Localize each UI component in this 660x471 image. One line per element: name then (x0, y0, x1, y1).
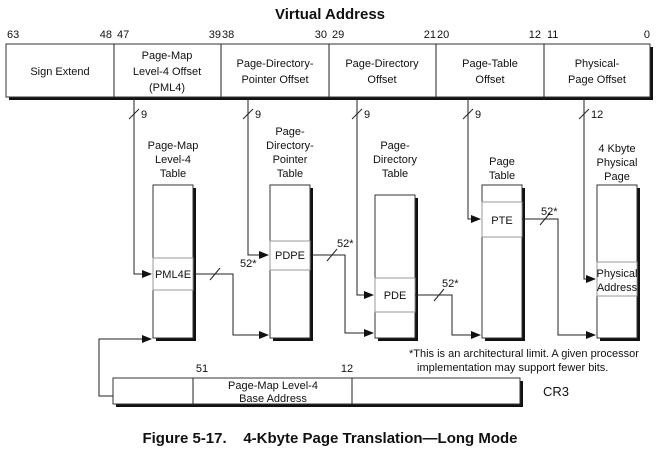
bit-label: 48 (100, 29, 112, 41)
table-label: Page- (275, 126, 305, 138)
entry-width-label: 52* (442, 278, 459, 290)
physical-address-entry: Physical (597, 268, 638, 280)
pdpe-entry: PDPE (275, 250, 305, 262)
table-label: Level-4 (155, 154, 191, 166)
field-page-offset: Page Offset (568, 74, 626, 86)
bit-label: 39 (209, 29, 221, 41)
page-table: Page Table PTE (481, 156, 525, 341)
virtual-address-register: Sign Extend Page-Map Level-4 Offset (PML… (5, 43, 653, 100)
cr3-register: 51 12 Page-Map Level-4 Base Address CR3 (98, 335, 569, 407)
table-label: Page- (380, 140, 410, 152)
table-label: Table (160, 168, 186, 180)
footnote: *This is an architectural limit. A given… (409, 348, 639, 360)
pd-table: Page- Directory Table PDE (373, 140, 418, 341)
pte-entry: PTE (491, 215, 512, 227)
table-label: Page (489, 156, 515, 168)
pde-entry: PDE (384, 290, 407, 302)
bit-label: 12 (529, 29, 541, 41)
figure-caption: Figure 5-17. 4-Kbyte Page Translation—Lo… (142, 430, 517, 447)
bit-label: 30 (315, 29, 327, 41)
pml4e-entry: PML4E (155, 269, 191, 281)
field-pt: Page-Table (462, 58, 518, 70)
width-label: 9 (141, 109, 147, 121)
bit-label: 11 (547, 29, 558, 41)
table-label: Pointer (273, 154, 308, 166)
bit-label: 20 (437, 29, 449, 41)
field-pml4: (PML4) (149, 82, 185, 94)
width-label: 12 (591, 109, 603, 121)
cr3-base-field: Base Address (239, 393, 307, 405)
cr3-lo-bit: 12 (341, 363, 353, 375)
bit-label: 21 (424, 29, 436, 41)
table-label: Page (604, 171, 630, 183)
bit-label: 38 (222, 29, 234, 41)
bit-label: 47 (117, 29, 129, 41)
field-pt: Offset (475, 74, 504, 86)
table-label: Table (277, 168, 303, 180)
width-label: 9 (364, 109, 370, 121)
table-label: Directory- (266, 140, 314, 152)
field-page-offset: Physical- (575, 58, 620, 70)
field-pd: Offset (367, 74, 396, 86)
width-label: 9 (255, 109, 261, 121)
field-pml4: Page-Map (142, 50, 193, 62)
entry-width-label: 52* (337, 238, 354, 250)
diagram-title: Virtual Address (275, 6, 385, 23)
cr3-hi-bit: 51 (196, 363, 208, 375)
bit-labels: 63 48 47 39 38 30 29 21 20 12 11 0 (7, 29, 650, 41)
entry-width-label: 52* (240, 258, 257, 270)
field-sign-extend: Sign Extend (30, 66, 89, 78)
table-label: Table (489, 170, 515, 182)
cr3-label: CR3 (543, 384, 569, 399)
cr3-base-field: Page-Map Level-4 (228, 380, 318, 392)
field-pdp: Pointer Offset (241, 74, 308, 86)
table-label: Physical (597, 157, 638, 169)
bit-label: 29 (332, 29, 344, 41)
width-label: 9 (475, 109, 481, 121)
field-pdp: Page-Directory- (236, 58, 313, 70)
entry-base-connectors: 52* 52* 52* 52* (193, 206, 596, 339)
pml4-table: Page-Map Level-4 Table PML4E (148, 140, 199, 341)
table-label: Directory (373, 154, 418, 166)
bit-label: 0 (644, 29, 650, 41)
physical-page: 4 Kbyte Physical Page Physical Address (596, 143, 640, 341)
field-pd: Page-Directory (345, 58, 419, 70)
bit-label: 63 (7, 29, 19, 41)
footnote: implementation may support fewer bits. (417, 362, 608, 374)
table-label: 4 Kbyte (598, 143, 635, 155)
table-label: Table (382, 168, 408, 180)
index-connectors: 9 9 9 9 12 (128, 97, 603, 299)
field-pml4: Level-4 Offset (133, 66, 201, 78)
table-label: Page-Map (148, 140, 199, 152)
pdp-table: Page- Directory- Pointer Table PDPE (266, 126, 314, 341)
entry-width-label: 52* (541, 206, 558, 218)
physical-address-entry: Address (597, 282, 638, 294)
